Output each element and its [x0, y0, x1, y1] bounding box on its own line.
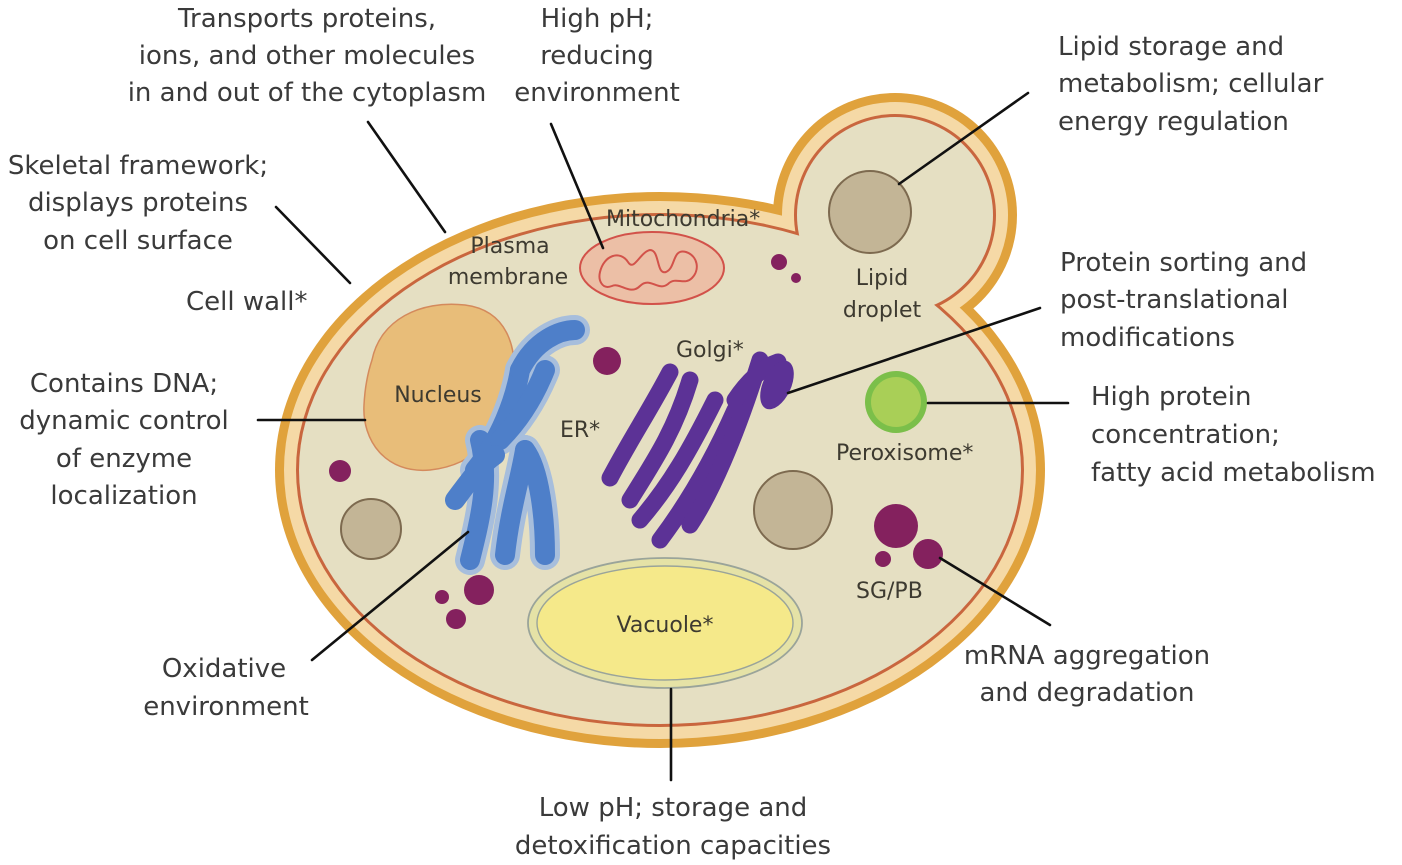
annotation-vacuole: Low pH; storage and detoxification capac… [515, 793, 831, 861]
annotation-line: detoxification capacities [515, 831, 831, 861]
leader-sg-pb [938, 556, 1052, 627]
label-cell-wall: Cell wall* [186, 287, 308, 317]
endoplasmic-reticulum [445, 315, 590, 575]
annotation-line: Skeletal framework; [8, 151, 268, 181]
lipid-droplet [340, 498, 402, 560]
granule [446, 609, 466, 629]
annotation-mitochondria: High pH; reducing environment [514, 4, 680, 108]
label-vacuole: Vacuole* [617, 613, 714, 638]
annotation-line: concentration; [1091, 420, 1280, 450]
annotation-line: High pH; [541, 4, 654, 34]
annotation-line: environment [514, 78, 680, 108]
label-peroxisome: Peroxisome* [836, 441, 973, 466]
annotation-line: fatty acid metabolism [1091, 458, 1376, 488]
label-lipid-droplet-line2: droplet [843, 298, 922, 323]
lipid-droplet [753, 470, 833, 550]
annotation-line: Oxidative [162, 654, 286, 684]
annotation-line: Protein sorting and [1060, 248, 1307, 278]
leader-er [310, 530, 470, 662]
label-golgi: Golgi* [676, 338, 744, 363]
annotation-line: metabolism; cellular [1058, 69, 1324, 99]
annotation-nucleus: Contains DNA; dynamic control of enzyme … [19, 369, 229, 511]
annotation-line: and degradation [979, 678, 1194, 708]
annotation-line: on cell surface [43, 226, 233, 256]
annotation-line: Low pH; storage and [539, 793, 808, 823]
annotation-lipid-droplet: Lipid storage and metabolism; cellular e… [1058, 32, 1324, 137]
annotation-plasma-membrane: Transports proteins, ions, and other mol… [128, 4, 487, 108]
annotation-line: modifications [1060, 323, 1235, 353]
label-plasma-membrane-line1: Plasma [470, 234, 549, 259]
annotation-line: Transports proteins, [177, 4, 436, 34]
label-sg-pb: SG/PB [856, 579, 923, 604]
leader-cell-wall [274, 205, 352, 285]
annotation-line: Contains DNA; [30, 369, 218, 399]
vacuole [527, 557, 803, 689]
annotation-peroxisome: High protein concentration; fatty acid m… [1091, 382, 1376, 488]
label-plasma-membrane-line2: membrane [448, 265, 568, 290]
annotation-line: High protein [1091, 382, 1251, 412]
leader-plasma-membrane [366, 120, 447, 234]
leader-mitochondria [549, 122, 605, 250]
label-nucleus: Nucleus [394, 383, 482, 408]
granule [464, 575, 494, 605]
lipid-droplet [828, 170, 912, 254]
granule [593, 347, 621, 375]
sg-pb [874, 504, 943, 569]
annotation-line: post-translational [1060, 285, 1289, 315]
leader-golgi [786, 306, 1042, 395]
golgi-vesicle [760, 360, 794, 410]
annotation-line: reducing [540, 41, 654, 71]
annotation-line: of enzyme [56, 444, 192, 474]
annotation-golgi: Protein sorting and post-translational m… [1060, 248, 1307, 353]
annotation-line: dynamic control [19, 406, 229, 436]
annotation-line: environment [143, 692, 309, 722]
leader-lipid-droplet [897, 91, 1030, 186]
label-er: ER* [560, 418, 600, 443]
granule [791, 273, 801, 283]
annotation-line: ions, and other molecules [139, 41, 475, 71]
label-mitochondria: Mitochondria* [606, 207, 760, 232]
annotation-cell-wall: Skeletal framework; displays proteins on… [8, 151, 268, 256]
granule [771, 254, 787, 270]
annotation-sg-pb: mRNA aggregation and degradation [964, 641, 1210, 708]
granule [329, 460, 351, 482]
golgi [601, 351, 787, 549]
label-lipid-droplet-line1: Lipid [856, 266, 908, 291]
mitochondria [579, 231, 725, 305]
annotation-er: Oxidative environment [143, 654, 309, 722]
annotation-line: energy regulation [1058, 107, 1289, 137]
annotation-line: displays proteins [28, 188, 248, 218]
annotation-line: Lipid storage and [1058, 32, 1284, 62]
annotation-line: in and out of the cytoplasm [128, 78, 487, 108]
annotation-line: mRNA aggregation [964, 641, 1210, 671]
granule [435, 590, 449, 604]
annotation-line: localization [50, 481, 197, 511]
